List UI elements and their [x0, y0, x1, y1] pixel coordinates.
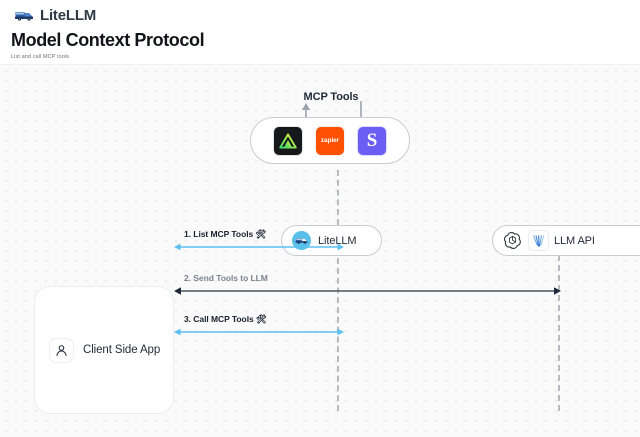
tool-chip-slack[interactable]: S — [357, 125, 387, 156]
openai-icon — [502, 230, 523, 251]
node-client-side-app[interactable]: Client Side App — [34, 286, 174, 414]
message-3-arrow — [174, 328, 344, 336]
lifeline-llm-api — [558, 255, 560, 411]
triangle-tool-icon — [279, 132, 297, 149]
message-2-label: 2. Send Tools to LLM — [184, 273, 268, 283]
message-3[interactable]: 3. Call MCP Tools 🛠 — [173, 314, 345, 338]
message-1[interactable]: 1. List MCP Tools 🛠 — [173, 229, 345, 253]
page-title: Model Context Protocol — [11, 30, 205, 50]
diagram-canvas[interactable]: MCP Tools zapier S — [0, 64, 640, 437]
tool-chip-zapier[interactable]: zapier — [315, 125, 345, 156]
message-1-label: 1. List MCP Tools 🛠 — [184, 229, 267, 239]
message-1-arrow — [174, 243, 344, 251]
app-brand: LiteLLM — [14, 7, 96, 24]
message-2[interactable]: 2. Send Tools to LLM — [173, 273, 562, 297]
vertex-ai-icon — [528, 230, 549, 251]
node-client-label: Client Side App — [83, 344, 161, 356]
node-litellm-label: LiteLLM — [318, 234, 357, 247]
zapier-label: zapier — [320, 137, 340, 144]
litellm-truck-icon — [292, 231, 311, 250]
node-llm-api-label: LLM API — [554, 234, 595, 247]
mcp-tools-group[interactable]: MCP Tools zapier S — [250, 91, 410, 164]
brand-name: LiteLLM — [40, 7, 97, 24]
message-3-label: 3. Call MCP Tools 🛠 — [184, 314, 267, 324]
node-llm-api[interactable]: LLM API — [492, 225, 640, 256]
tool-chip-triangle[interactable] — [273, 125, 303, 156]
mcp-tools-label: MCP Tools — [303, 91, 359, 103]
user-icon — [49, 337, 74, 363]
page-subtitle: List and call MCP tools — [11, 54, 70, 60]
slack-label: S — [366, 130, 378, 151]
truck-icon — [15, 12, 33, 21]
message-2-arrow — [174, 287, 561, 295]
node-litellm[interactable]: LiteLLM — [281, 225, 382, 256]
